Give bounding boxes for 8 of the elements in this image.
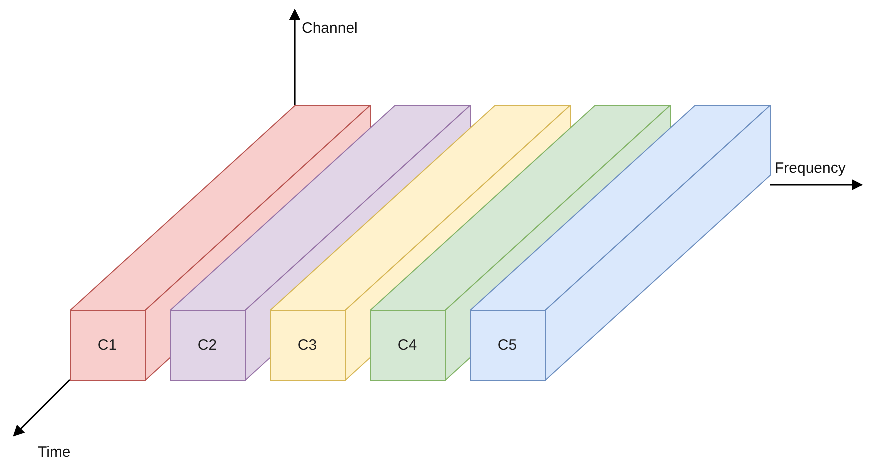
channel-label: C5 [496, 336, 518, 354]
axis-label: Frequency [775, 160, 846, 177]
axis-label: Channel [302, 20, 358, 37]
channel-label: C4 [396, 336, 418, 354]
channel-label: C2 [196, 336, 218, 354]
channel-label: C1 [96, 336, 118, 354]
channel-label: C3 [296, 336, 318, 354]
axis-label: Time [38, 444, 71, 461]
